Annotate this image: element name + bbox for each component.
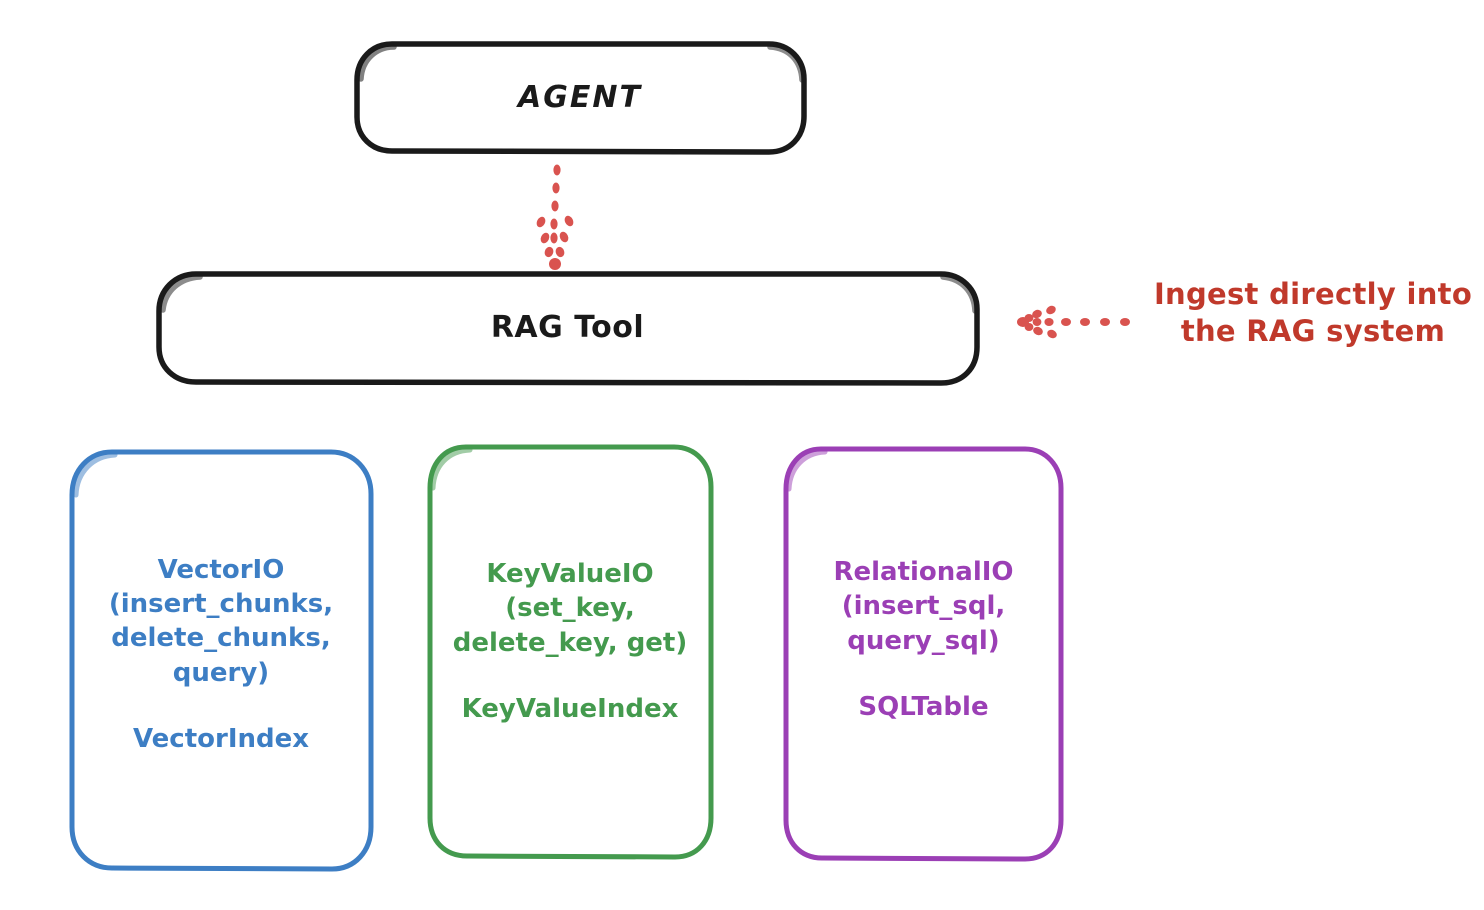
node-keyvalue-store[interactable]: KeyValueIO (set_key, delete_key, get) Ke… [428, 445, 712, 857]
vector-store-box-outline [69, 449, 374, 872]
keyvalue-store-box-outline [427, 444, 714, 860]
connector-agent-to-rag-tool [536, 164, 574, 270]
connector-note-to-rag-tool-hitbox [1018, 298, 1148, 348]
relational-store-api-label: RelationalIO (insert_sql, query_sql) [833, 556, 1014, 656]
rag-tool-label: RAG Tool [490, 309, 645, 345]
agent-box-outline [354, 41, 807, 155]
vector-store-index-label: VectorIndex [132, 724, 310, 755]
node-agent[interactable]: AGENT [355, 42, 805, 153]
relational-store-box-outline [783, 446, 1064, 862]
vector-store-api-label: VectorIO (insert_chunks, delete_chunks, … [108, 554, 334, 688]
keyvalue-store-index-label: KeyValueIndex [461, 693, 679, 724]
agent-label: AGENT [518, 79, 642, 115]
ingest-annotation-label: Ingest directly into the RAG system [1153, 277, 1473, 349]
connector-agent-to-rag-tool-hitbox [520, 160, 600, 270]
rag-tool-box-outline [156, 271, 980, 386]
node-vector-store[interactable]: VectorIO (insert_chunks, delete_chunks, … [70, 450, 372, 870]
connector-note-to-rag-tool [1017, 305, 1130, 339]
relational-store-index-label: SQLTable [858, 691, 989, 722]
keyvalue-store-api-label: KeyValueIO (set_key, delete_key, get) [452, 558, 688, 658]
node-rag-tool[interactable]: RAG Tool [157, 272, 978, 383]
node-relational-store[interactable]: RelationalIO (insert_sql, query_sql) SQL… [785, 447, 1062, 859]
